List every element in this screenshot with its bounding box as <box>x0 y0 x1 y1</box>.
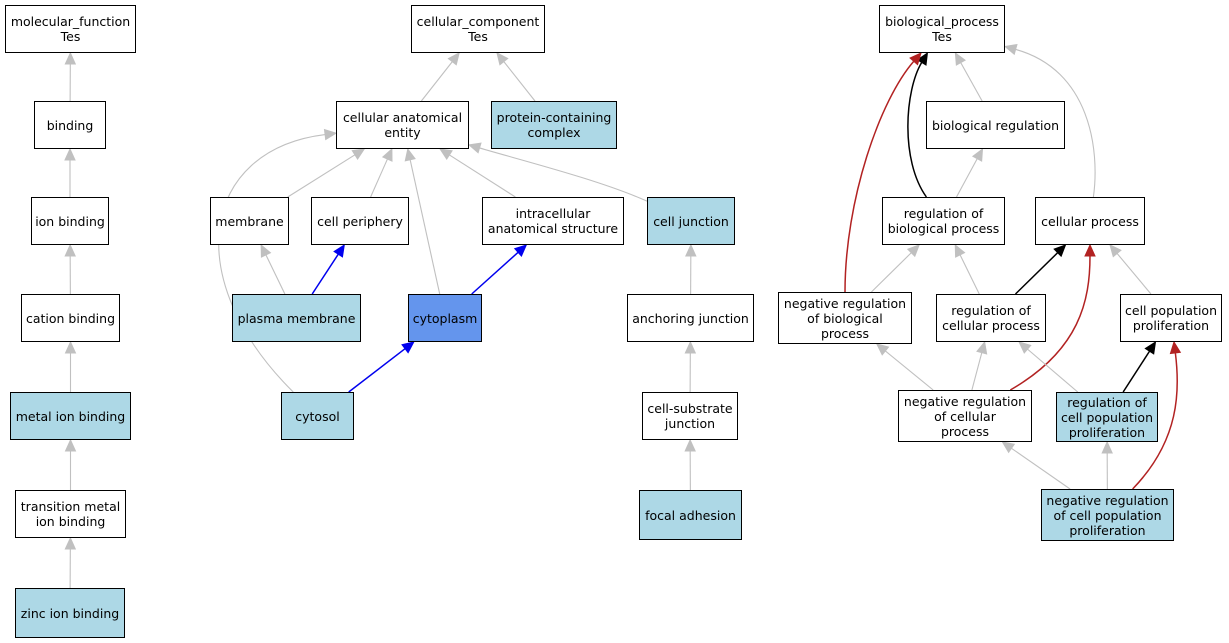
arrowhead-plasma_membrane-to-cell_periphery <box>333 243 345 258</box>
edge-bio_reg-to-bp <box>960 62 983 102</box>
edge-neg_reg_bp-to-bp <box>844 60 915 293</box>
node-cell-periphery[interactable]: cell periphery <box>311 197 409 245</box>
arrowhead-membrane-to-cae <box>351 148 366 161</box>
edge-cae-to-cc <box>420 61 453 102</box>
edge-neg_reg_cp-to-cellular_process <box>1009 255 1091 391</box>
edge-reg_cp-to-reg_bp <box>959 254 980 295</box>
edge-neg_reg_cp-to-reg_cp <box>971 352 983 391</box>
node-cellular-process[interactable]: cellular process <box>1035 197 1145 245</box>
arrowhead-reg_cpp-to-cpp <box>1144 340 1157 355</box>
arrowhead-cytosol-to-cytoplasm <box>401 341 415 354</box>
edge-pcc-to-cc <box>503 61 536 102</box>
arrowhead-neg_reg_cpp-to-reg_cpp <box>1101 440 1113 454</box>
arrowhead-neg_reg_cpp-to-cpp <box>1169 340 1182 355</box>
edge-reg_cp-to-cellular_process <box>1014 252 1059 295</box>
arrowhead-transition_metal-to-metal_ion_binding <box>64 438 77 452</box>
arrowhead-focal_adhesion-to-csj <box>684 438 696 452</box>
node-biological-regulation[interactable]: biological regulation <box>926 101 1065 149</box>
arrowhead-anchoring_junction-to-cell_junction <box>685 243 697 257</box>
arrowhead-reg_bp-to-bio_reg <box>971 147 984 162</box>
node-ion-binding[interactable]: ion binding <box>31 197 109 245</box>
edge-cytoplasm-to-ias <box>471 251 519 295</box>
edge-neg_reg_cpp-to-cpp <box>1132 352 1179 490</box>
arrowhead-neg_reg_cpp-to-neg_reg_cp <box>1001 441 1016 454</box>
node-negative-regulation-of-cell-population-proliferation[interactable]: negative regulation of cell population p… <box>1041 489 1174 541</box>
edge-cytosol-to-cae <box>218 134 326 393</box>
arrowhead-bio_reg-to-bp <box>954 51 967 66</box>
arrowhead-reg_bp-to-bp <box>916 51 929 66</box>
arrowhead-cytoplasm-to-cae <box>404 147 416 162</box>
arrowhead-cell_periphery-to-cae <box>381 147 393 162</box>
arrowhead-ion_binding-to-binding <box>64 147 76 161</box>
edge-neg_reg_bp-to-reg_bp <box>871 252 912 293</box>
edge-cellular_process-to-bp <box>1015 48 1096 198</box>
arrowhead-neg_reg_cp-to-cellular_process <box>1084 243 1096 257</box>
edge-cpp-to-cellular_process <box>1116 253 1152 295</box>
node-cell-population-proliferation[interactable]: cell population proliferation <box>1120 294 1222 342</box>
arrowhead-reg_cp-to-reg_bp <box>954 243 966 258</box>
node-cytoplasm[interactable]: cytoplasm <box>408 294 482 342</box>
node-biological-process[interactable]: biological_process Tes <box>879 5 1005 53</box>
arrowhead-cytoplasm-to-ias <box>513 244 528 257</box>
arrowhead-binding-to-mf <box>64 51 77 65</box>
edge-reg_cpp-to-reg_cp <box>1027 348 1079 393</box>
node-cellular-anatomical-entity[interactable]: cellular anatomical entity <box>336 101 469 149</box>
node-membrane[interactable]: membrane <box>210 197 289 245</box>
node-cell-substrate-junction[interactable]: cell-substrate junction <box>642 392 738 440</box>
node-negative-regulation-of-biological-process[interactable]: negative regulation of biological proces… <box>778 292 912 344</box>
node-cation-binding[interactable]: cation binding <box>21 294 120 342</box>
arrowhead-cae-to-cc <box>447 52 460 66</box>
edge-cell_junction-to-cae <box>479 147 648 202</box>
node-anchoring-junction[interactable]: anchoring junction <box>627 294 754 342</box>
node-molecular-function[interactable]: molecular_function Tes <box>5 5 136 53</box>
edge-cell_periphery-to-cae <box>370 158 388 198</box>
edge-reg_bp-to-bio_reg <box>956 158 978 198</box>
node-transition-metal-ion-binding[interactable]: transition metal ion binding <box>15 490 126 538</box>
edge-membrane-to-cae <box>287 154 356 198</box>
node-protein-containing-complex[interactable]: protein-containing complex <box>491 101 617 149</box>
arrowhead-cytosol-to-cae <box>323 128 338 141</box>
node-focal-adhesion[interactable]: focal adhesion <box>639 490 742 540</box>
node-regulation-of-cellular-process[interactable]: regulation of cellular process <box>936 294 1046 342</box>
arrowhead-reg_cpp-to-reg_cp <box>1018 341 1032 354</box>
arrowhead-pcc-to-cc <box>496 52 509 66</box>
arrowhead-cell_junction-to-cae <box>467 142 482 154</box>
node-zinc-ion-binding[interactable]: zinc ion binding <box>15 588 125 638</box>
arrowhead-neg_reg_bp-to-reg_bp <box>906 244 920 258</box>
edge-neg_reg_cpp-to-neg_reg_cp <box>1011 447 1071 490</box>
edge-cytosol-to-cytoplasm <box>348 348 406 393</box>
edge-reg_bp-to-bp <box>907 62 927 198</box>
arrowhead-zinc_ion_binding-to-transition_metal <box>64 536 77 550</box>
node-plasma-membrane[interactable]: plasma membrane <box>232 294 361 342</box>
edge-reg_cpp-to-cpp <box>1122 350 1151 393</box>
edge-neg_reg_cp-to-neg_reg_bp <box>885 350 934 391</box>
node-binding[interactable]: binding <box>34 101 106 149</box>
arrowhead-plasma_membrane-to-membrane <box>260 243 272 258</box>
arrowhead-ias-to-cae <box>439 148 453 161</box>
arrowhead-cation_binding-to-ion_binding <box>64 243 76 257</box>
arrowhead-cpp-to-cellular_process <box>1109 244 1122 258</box>
arrowhead-metal_ion_binding-to-cation_binding <box>64 340 77 354</box>
arrowhead-neg_reg_cp-to-reg_cp <box>976 340 988 355</box>
edge-cytoplasm-to-cae <box>409 159 441 295</box>
arrowhead-csj-to-anchoring_junction <box>684 340 697 354</box>
arrowhead-neg_reg_cp-to-neg_reg_bp <box>875 343 890 356</box>
arrowhead-reg_cp-to-cellular_process <box>1053 244 1067 258</box>
node-regulation-of-biological-process[interactable]: regulation of biological process <box>882 197 1005 245</box>
node-cellular-component[interactable]: cellular_component Tes <box>411 5 545 53</box>
edge-ias-to-cae <box>449 154 516 198</box>
edge-plasma_membrane-to-membrane <box>265 254 286 295</box>
node-metal-ion-binding[interactable]: metal ion binding <box>10 392 131 440</box>
node-regulation-of-cell-population-proliferation[interactable]: regulation of cell population proliferat… <box>1056 392 1158 442</box>
edge-plasma_membrane-to-cell_periphery <box>311 253 339 295</box>
arrowhead-neg_reg_bp-to-bp <box>909 52 922 66</box>
node-cytosol[interactable]: cytosol <box>281 392 354 440</box>
node-intracellular-anatomical-structure[interactable]: intracellular anatomical structure <box>482 197 624 245</box>
node-cell-junction[interactable]: cell junction <box>647 197 735 245</box>
arrowhead-cellular_process-to-bp <box>1003 43 1018 56</box>
node-negative-regulation-of-cellular-process[interactable]: negative regulation of cellular process <box>898 390 1032 442</box>
